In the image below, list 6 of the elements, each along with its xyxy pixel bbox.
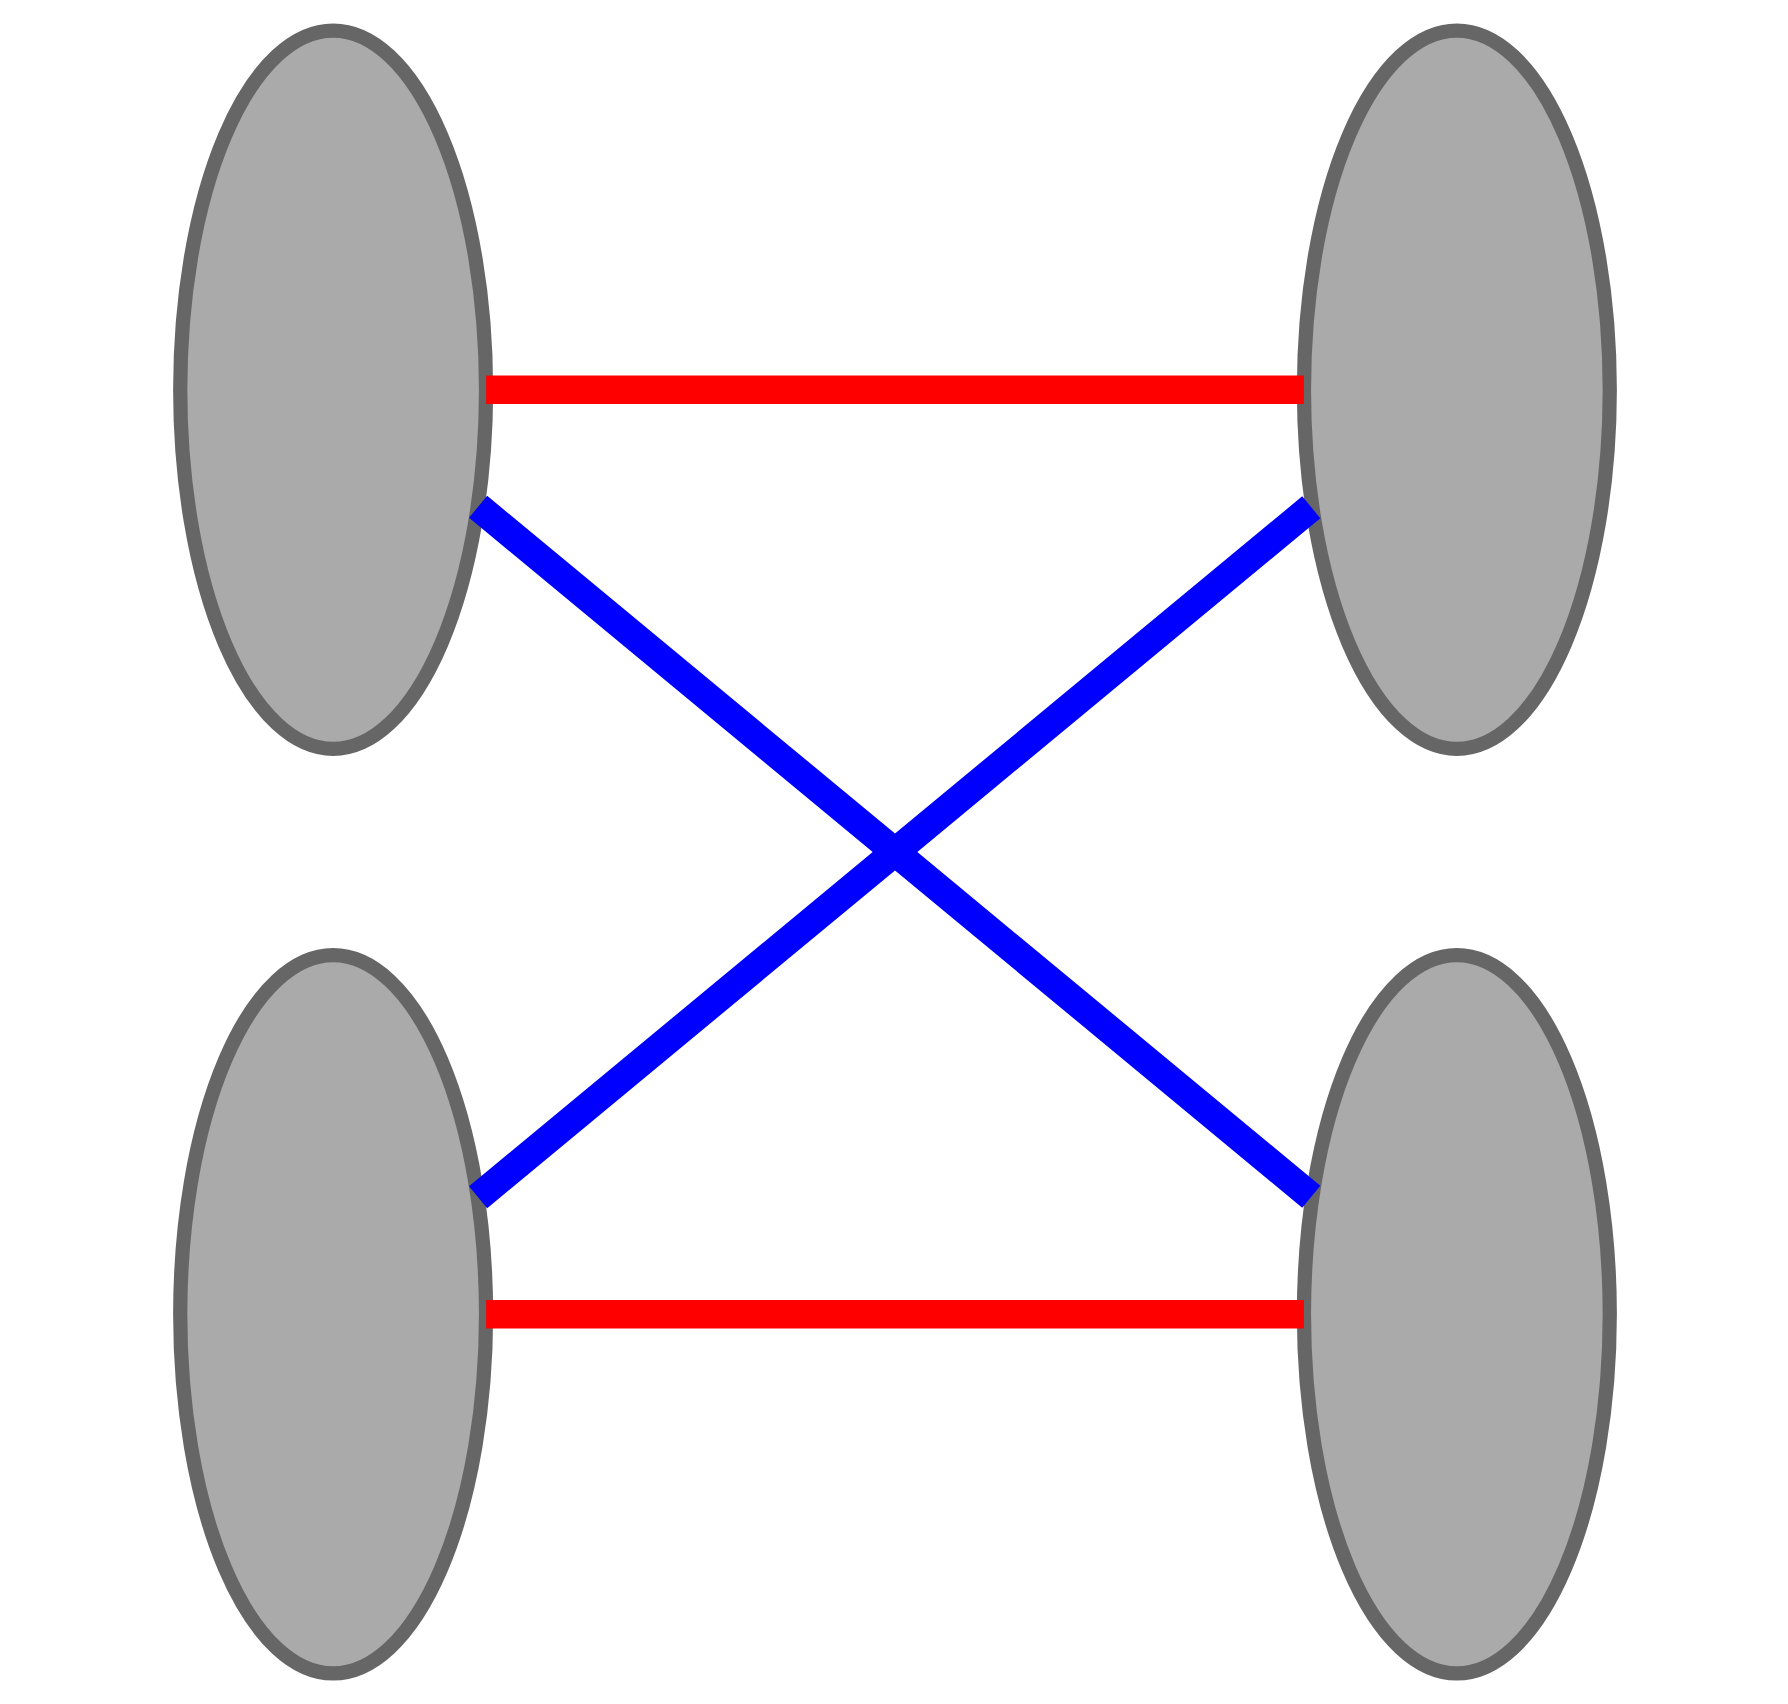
connector: [485, 1300, 1303, 1329]
node-ellipse: [172, 23, 493, 756]
connector: [485, 375, 1303, 404]
node-ellipse: [1295, 23, 1616, 756]
node-ellipse: [1295, 948, 1616, 1681]
node-ellipse: [172, 948, 493, 1681]
